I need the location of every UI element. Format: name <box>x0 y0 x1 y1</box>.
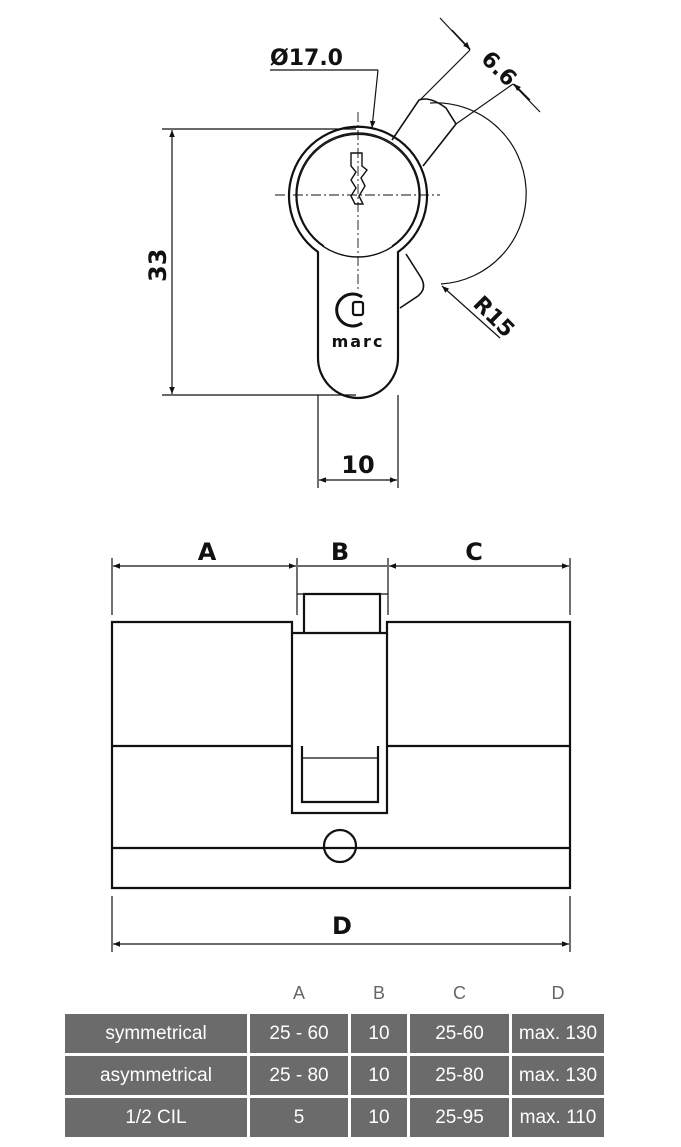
cam-bit <box>391 98 457 167</box>
label-c: C <box>465 538 483 566</box>
cell-b: 10 <box>351 1098 407 1137</box>
header-d: D <box>551 982 565 1003</box>
marc-logo: marc <box>332 292 385 351</box>
brand-text: marc <box>332 332 385 351</box>
header-empty <box>65 975 247 1011</box>
radius-label: R15 <box>468 292 519 343</box>
cell-b: 10 <box>351 1014 407 1053</box>
label-b: B <box>331 538 349 566</box>
height-label: 33 <box>144 249 172 282</box>
cell-c: 25-95 <box>410 1098 509 1137</box>
cam-slot <box>300 746 380 804</box>
dimensions-table: A B C D symmetrical 25 - 60 10 25-60 max… <box>62 972 607 1140</box>
front-view: marc Ø17.0 6.6 33 R15 10 <box>144 17 541 488</box>
cell-d: max. 110 <box>512 1098 604 1137</box>
table-row: symmetrical 25 - 60 10 25-60 max. 130 <box>65 1014 604 1053</box>
keyway <box>350 152 368 205</box>
cam-top <box>302 592 382 632</box>
cell-a: 5 <box>250 1098 348 1137</box>
width-label: 10 <box>341 451 374 479</box>
cylinder-body <box>110 620 572 890</box>
table-header-row: A B C D <box>65 975 604 1011</box>
label-d: D <box>332 912 352 940</box>
cylinder-profile <box>287 125 429 400</box>
row-type: 1/2 CIL <box>65 1098 247 1137</box>
cell-d: max. 130 <box>512 1014 604 1053</box>
table-row: 1/2 CIL 5 10 25-95 max. 110 <box>65 1098 604 1137</box>
cell-a: 25 - 60 <box>250 1014 348 1053</box>
fixing-hole <box>322 828 358 864</box>
cam-lower <box>399 253 425 309</box>
cam-arc <box>429 102 527 285</box>
header-b: B <box>372 982 385 1003</box>
cell-b: 10 <box>351 1056 407 1095</box>
table-row: asymmetrical 25 - 80 10 25-80 max. 130 <box>65 1056 604 1095</box>
cam-housing <box>290 633 389 815</box>
diameter-label: Ø17.0 <box>270 46 343 71</box>
label-a: A <box>198 538 217 566</box>
side-view: A B C D <box>110 538 572 952</box>
cell-c: 25-60 <box>410 1014 509 1053</box>
row-type: asymmetrical <box>65 1056 247 1095</box>
technical-drawing: marc Ø17.0 6.6 33 R15 10 <box>110 17 572 952</box>
cell-a: 25 - 80 <box>250 1056 348 1095</box>
header-a: A <box>292 982 305 1003</box>
cell-d: max. 130 <box>512 1056 604 1095</box>
header-c: C <box>453 982 466 1003</box>
row-type: symmetrical <box>65 1014 247 1053</box>
cell-c: 25-80 <box>410 1056 509 1095</box>
